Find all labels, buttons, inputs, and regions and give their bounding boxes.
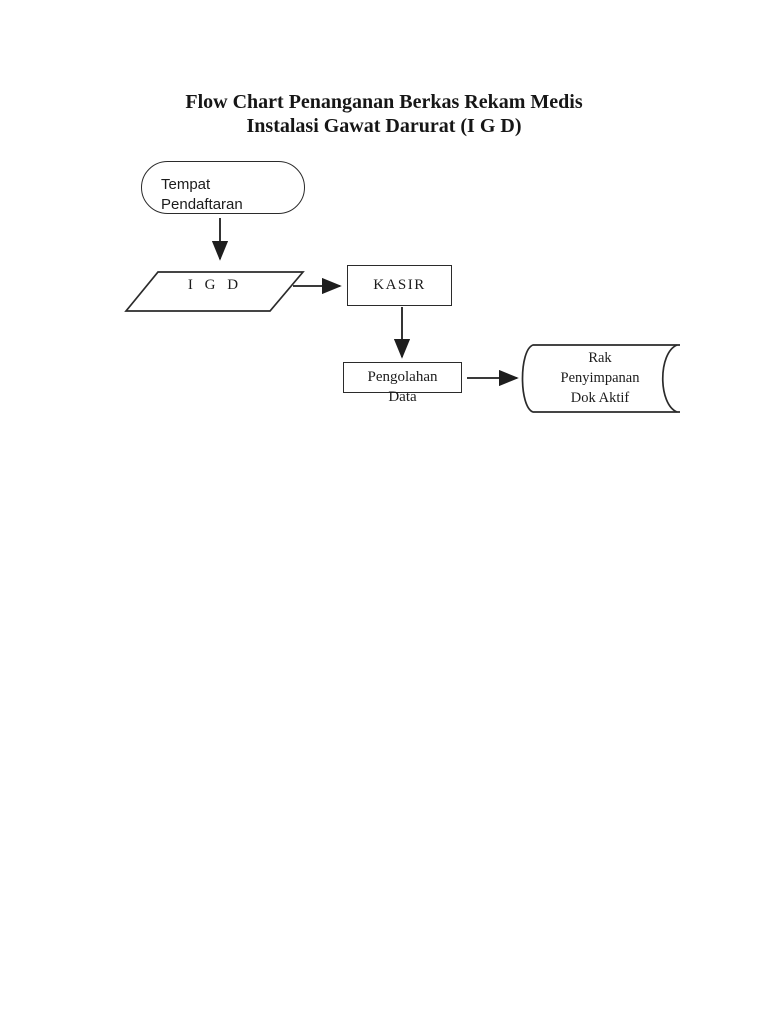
- node-rak-line-1: Rak: [588, 350, 612, 366]
- node-rak-line-2: Penyimpanan: [560, 370, 640, 386]
- node-tempat-line-2: Pendaftaran: [161, 196, 243, 213]
- node-rak-line-3: Dok Aktif: [570, 390, 630, 406]
- igd-parallelogram-shape: [124, 271, 305, 312]
- node-tempat-pendaftaran: Tempat Pendaftaran: [141, 161, 305, 214]
- title-line-2: Instalasi Gawat Darurat (I G D): [246, 115, 522, 137]
- stored-data-shape: [521, 344, 680, 413]
- node-igd-label: I G D: [187, 277, 243, 293]
- title-line-1: Flow Chart Penanganan Berkas Rekam Medis: [185, 91, 583, 113]
- node-rak-label: Rak Penyimpanan Dok Aktif: [540, 348, 660, 408]
- node-kasir: KASIR: [347, 265, 452, 306]
- stored-data-rim-arc: [661, 344, 678, 413]
- page-title: Flow Chart Penanganan Berkas Rekam Medis…: [0, 90, 768, 138]
- node-pengolahan-line-1: Pengolahan: [367, 369, 438, 385]
- node-tempat-line-1: Tempat: [161, 176, 211, 193]
- node-pengolahan-line-2: Data: [388, 389, 417, 405]
- node-pengolahan-data: Pengolahan Data: [343, 362, 462, 405]
